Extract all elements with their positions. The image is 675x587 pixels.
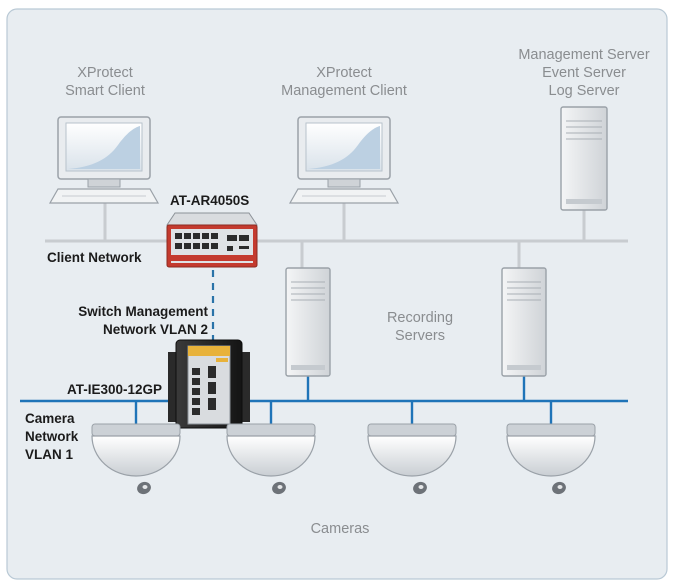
dome-camera-icon bbox=[226, 423, 316, 495]
switch-label: AT-IE300-12GP bbox=[67, 382, 163, 397]
tower-server-icon bbox=[560, 106, 608, 211]
router-icon bbox=[166, 212, 258, 268]
recording-servers-label: Recording Servers bbox=[386, 310, 454, 344]
management-client-label: XProtect Management Client bbox=[281, 65, 407, 99]
router-label: AT-AR4050S bbox=[170, 193, 250, 208]
client-network-label: Client Network bbox=[47, 250, 142, 265]
dome-camera-icon bbox=[506, 423, 596, 495]
cameras-label: Cameras bbox=[310, 521, 370, 537]
smart-client-label: XProtect Smart Client bbox=[65, 65, 145, 99]
switch-management-label: Switch Management Network VLAN 2 bbox=[78, 304, 208, 337]
tower-server-icon bbox=[501, 267, 547, 377]
desktop-computer-icon bbox=[288, 116, 400, 204]
industrial-switch-icon bbox=[168, 339, 250, 429]
dome-camera-icon bbox=[91, 423, 181, 495]
camera-network-label: Camera Network VLAN 1 bbox=[25, 411, 79, 462]
tower-server-icon bbox=[285, 267, 331, 377]
client-network-bus bbox=[45, 203, 628, 268]
camera-network-bus bbox=[20, 376, 628, 424]
dome-camera-icon bbox=[367, 423, 457, 495]
server-roles-label: Management Server Event Server Log Serve… bbox=[518, 47, 650, 99]
desktop-computer-icon bbox=[48, 116, 160, 204]
